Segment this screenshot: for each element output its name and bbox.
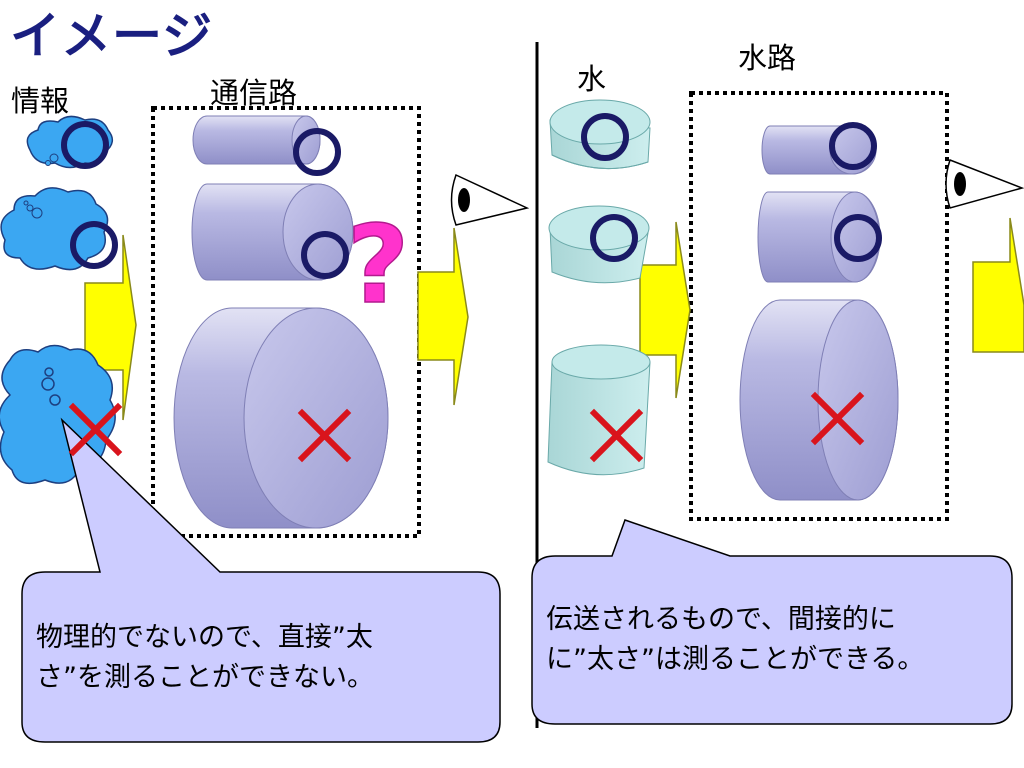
channel-label: 通信路	[210, 76, 298, 110]
question-mark: ?	[347, 203, 410, 328]
cross-mark-icon	[810, 391, 865, 446]
circle-mark-icon	[590, 214, 638, 262]
waterway-frame	[689, 91, 949, 521]
cross-mark-icon	[297, 408, 352, 463]
right-note-line-2: に”太さ”は測ることができる。	[546, 644, 925, 675]
waterway-pipe-medium	[757, 191, 881, 283]
left-note: 物理的でないので、直接”太 さ”を測ることができない。	[36, 618, 374, 698]
thought-cloud-small	[26, 115, 114, 169]
page-title: イメージ	[10, 7, 213, 65]
circle-mark-icon	[829, 122, 877, 170]
circle-mark-icon	[61, 121, 109, 169]
speech-bubble-right	[531, 519, 1013, 725]
eye-icon	[945, 159, 1024, 209]
info-label: 情報	[11, 84, 70, 118]
cross-mark-icon	[68, 402, 123, 457]
right-note-line-1: 伝送されるもので、間接的に	[546, 604, 896, 635]
circle-mark-icon	[293, 128, 341, 176]
left-note-line-1: 物理的でないので、直接”太	[36, 622, 373, 653]
speech-bubble-left	[21, 417, 501, 743]
water-label: 水	[577, 62, 607, 96]
arrow-left-2	[417, 227, 469, 406]
eye-icon	[450, 173, 530, 226]
arrow-right-2	[972, 217, 1024, 353]
circle-mark-icon	[301, 231, 349, 279]
waterway-label: 水路	[738, 41, 797, 75]
circle-mark-icon	[834, 214, 882, 262]
cross-mark-icon	[589, 408, 644, 463]
pipe-large	[173, 307, 389, 529]
pipe-medium	[191, 183, 354, 281]
thought-cloud-medium	[0, 187, 109, 271]
circle-mark-icon	[581, 113, 629, 161]
right-note: 伝送されるもので、間接的に に”太さ”は測ることができる。	[546, 600, 924, 680]
left-note-line-2: さ”を測ることができない。	[36, 662, 374, 693]
circle-mark-icon	[70, 221, 118, 269]
